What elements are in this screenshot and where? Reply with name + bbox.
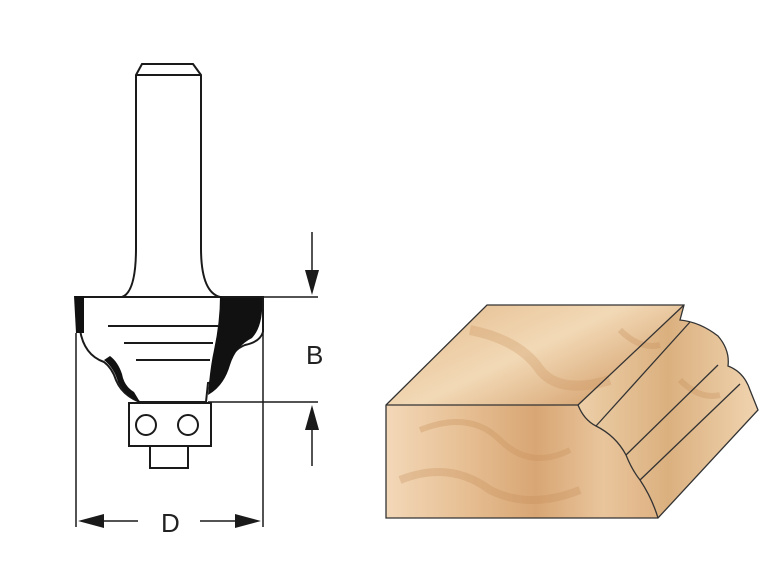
dimension-b [208,232,319,466]
wood-profile-face [578,305,758,518]
grain-4 [617,327,661,349]
arbor-stub [149,445,189,469]
dimension-b-label: B [306,340,323,370]
dimension-d [75,333,264,528]
carbide-right [208,296,263,395]
wood-block [385,304,759,519]
bearing-ball-left-icon [135,414,157,436]
grain-2 [398,468,582,504]
bearing-ball-right-icon [177,414,199,436]
grain-5 [677,377,721,399]
carbide-left [74,296,84,333]
d-arrow-left-head-icon [78,514,104,528]
shank [121,63,221,298]
wood-edge-fillet-3 [639,383,741,481]
b-arrow-bottom-head-icon [305,405,319,430]
wood-edge-corner [577,304,685,406]
wood-outline [385,304,759,519]
carbide-left-profile [104,356,140,402]
d-arrow-right-head-icon [235,514,261,528]
dimension-d-label: D [161,508,180,538]
wood-front-face [386,405,658,518]
grain-1 [418,419,572,461]
grain-3 [468,325,612,391]
router-bit [74,63,264,469]
b-arrow-top-head-icon [305,270,319,295]
carbide-edges [74,296,263,402]
wood-edge-fillet-2 [625,364,719,456]
wood-edge-fillet-1 [595,321,691,427]
